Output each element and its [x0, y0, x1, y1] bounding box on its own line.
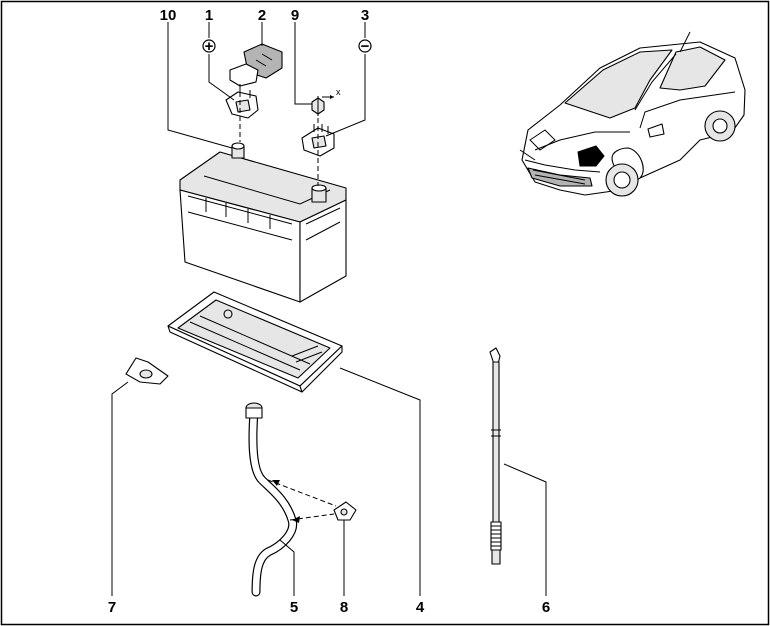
callout-10: 10 — [160, 7, 177, 24]
minus-symbol — [358, 39, 372, 53]
dimension-x-label: x — [336, 87, 341, 97]
callout-4: 4 — [416, 599, 425, 616]
breather-hose — [245, 402, 298, 597]
callout-8: 8 — [340, 599, 348, 616]
plus-sign: + — [205, 38, 214, 55]
positive-terminal-cover — [229, 43, 283, 87]
battery-tray — [167, 291, 343, 393]
callout-9: 9 — [291, 7, 299, 24]
plus-symbol — [202, 39, 216, 53]
clamp-bracket — [125, 357, 169, 385]
callout-6: 6 — [542, 599, 550, 616]
callout-3: 3 — [361, 7, 369, 24]
leader-lines — [111, 22, 547, 596]
positive-terminal-clamp — [225, 88, 259, 119]
minus-sign: − — [361, 38, 370, 55]
car-location-illustration — [519, 31, 746, 197]
callout-1: 1 — [205, 7, 213, 24]
hose-clip — [333, 501, 357, 521]
callout-5: 5 — [290, 599, 298, 616]
battery — [179, 142, 347, 303]
callout-7: 7 — [108, 599, 116, 616]
callout-2: 2 — [258, 7, 266, 24]
terminal-nut — [311, 95, 334, 116]
hold-down-rod — [489, 347, 502, 565]
negative-terminal-clamp — [301, 124, 335, 157]
